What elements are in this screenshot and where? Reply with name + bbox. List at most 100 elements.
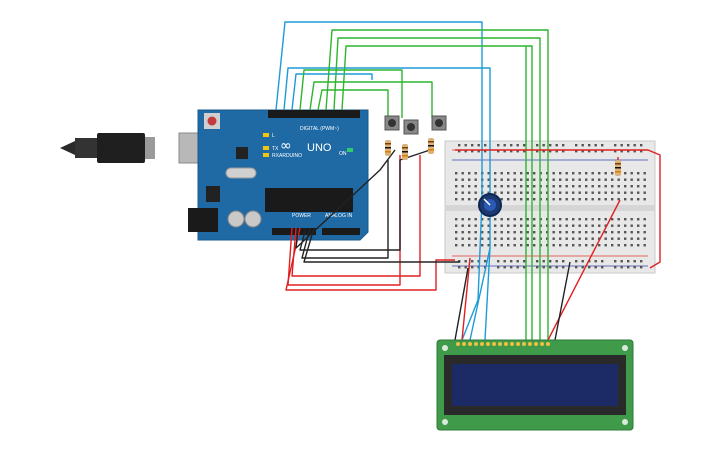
- breadboard-hole[interactable]: [526, 198, 529, 201]
- breadboard-hole[interactable]: [598, 218, 601, 221]
- breadboard-hole[interactable]: [624, 244, 627, 247]
- breadboard-hole[interactable]: [455, 224, 458, 227]
- breadboard-hole[interactable]: [611, 231, 614, 234]
- breadboard-hole[interactable]: [533, 172, 536, 175]
- breadboard-hole[interactable]: [617, 237, 620, 240]
- breadboard-rail-hole[interactable]: [588, 150, 591, 153]
- breadboard-hole[interactable]: [611, 218, 614, 221]
- breadboard-hole[interactable]: [533, 178, 536, 181]
- breadboard-rail-hole[interactable]: [633, 260, 636, 263]
- breadboard-hole[interactable]: [546, 178, 549, 181]
- resistor[interactable]: [615, 160, 621, 176]
- breadboard-hole[interactable]: [559, 198, 562, 201]
- breadboard-rail-hole[interactable]: [464, 260, 467, 263]
- breadboard-hole[interactable]: [507, 237, 510, 240]
- breadboard-hole[interactable]: [598, 172, 601, 175]
- breadboard-rail-hole[interactable]: [464, 266, 467, 269]
- breadboard-hole[interactable]: [481, 237, 484, 240]
- breadboard-hole[interactable]: [552, 185, 555, 188]
- breadboard-rail-hole[interactable]: [640, 144, 643, 147]
- breadboard-hole[interactable]: [637, 172, 640, 175]
- breadboard-hole[interactable]: [643, 198, 646, 201]
- breadboard-rail-hole[interactable]: [484, 144, 487, 147]
- breadboard-hole[interactable]: [637, 231, 640, 234]
- breadboard-hole[interactable]: [559, 237, 562, 240]
- breadboard-hole[interactable]: [533, 218, 536, 221]
- breadboard-hole[interactable]: [552, 178, 555, 181]
- breadboard-hole[interactable]: [455, 198, 458, 201]
- breadboard-rail-hole[interactable]: [620, 144, 623, 147]
- lcd-pin[interactable]: [534, 342, 538, 346]
- breadboard-hole[interactable]: [474, 185, 477, 188]
- breadboard-hole[interactable]: [565, 224, 568, 227]
- breadboard-hole[interactable]: [487, 237, 490, 240]
- breadboard-rail-hole[interactable]: [542, 260, 545, 263]
- breadboard-hole[interactable]: [539, 185, 542, 188]
- breadboard-hole[interactable]: [468, 231, 471, 234]
- breadboard-rail-hole[interactable]: [627, 260, 630, 263]
- breadboard-hole[interactable]: [624, 224, 627, 227]
- breadboard-hole[interactable]: [526, 172, 529, 175]
- breadboard-hole[interactable]: [533, 237, 536, 240]
- breadboard-hole[interactable]: [591, 178, 594, 181]
- breadboard-rail-hole[interactable]: [536, 150, 539, 153]
- breadboard-hole[interactable]: [507, 231, 510, 234]
- breadboard-hole[interactable]: [494, 224, 497, 227]
- breadboard-rail-hole[interactable]: [627, 144, 630, 147]
- breadboard-hole[interactable]: [559, 244, 562, 247]
- breadboard-rail-hole[interactable]: [477, 260, 480, 263]
- breadboard-hole[interactable]: [468, 218, 471, 221]
- breadboard-rail-hole[interactable]: [503, 266, 506, 269]
- breadboard-rail-hole[interactable]: [555, 144, 558, 147]
- breadboard-hole[interactable]: [546, 218, 549, 221]
- breadboard-hole[interactable]: [507, 185, 510, 188]
- lcd-pin[interactable]: [528, 342, 532, 346]
- breadboard-hole[interactable]: [539, 198, 542, 201]
- breadboard-hole[interactable]: [513, 185, 516, 188]
- lcd-pin[interactable]: [498, 342, 502, 346]
- breadboard-rail-hole[interactable]: [497, 260, 500, 263]
- breadboard-hole[interactable]: [643, 172, 646, 175]
- breadboard-rail-hole[interactable]: [516, 150, 519, 153]
- breadboard-rail-hole[interactable]: [471, 266, 474, 269]
- breadboard-hole[interactable]: [513, 237, 516, 240]
- breadboard-hole[interactable]: [487, 224, 490, 227]
- breadboard-hole[interactable]: [474, 231, 477, 234]
- breadboard-hole[interactable]: [552, 244, 555, 247]
- breadboard-hole[interactable]: [494, 244, 497, 247]
- breadboard-hole[interactable]: [611, 172, 614, 175]
- breadboard-hole[interactable]: [461, 218, 464, 221]
- breadboard-hole[interactable]: [624, 198, 627, 201]
- breadboard-rail-hole[interactable]: [464, 144, 467, 147]
- breadboard-hole[interactable]: [630, 224, 633, 227]
- breadboard-hole[interactable]: [565, 191, 568, 194]
- breadboard-hole[interactable]: [461, 191, 464, 194]
- breadboard-rail-hole[interactable]: [620, 150, 623, 153]
- breadboard-hole[interactable]: [461, 198, 464, 201]
- breadboard-hole[interactable]: [513, 231, 516, 234]
- breadboard-hole[interactable]: [468, 198, 471, 201]
- lcd-pin[interactable]: [486, 342, 490, 346]
- breadboard-hole[interactable]: [487, 185, 490, 188]
- breadboard-rail-hole[interactable]: [523, 266, 526, 269]
- breadboard-hole[interactable]: [559, 172, 562, 175]
- breadboard-hole[interactable]: [539, 224, 542, 227]
- breadboard-hole[interactable]: [578, 231, 581, 234]
- breadboard-rail-hole[interactable]: [555, 150, 558, 153]
- breadboard-hole[interactable]: [643, 244, 646, 247]
- breadboard-hole[interactable]: [637, 237, 640, 240]
- breadboard-rail-hole[interactable]: [614, 260, 617, 263]
- breadboard-hole[interactable]: [468, 191, 471, 194]
- power-jack[interactable]: [188, 208, 218, 232]
- breadboard-hole[interactable]: [520, 198, 523, 201]
- breadboard-hole[interactable]: [637, 224, 640, 227]
- breadboard-hole[interactable]: [500, 224, 503, 227]
- breadboard-rail-hole[interactable]: [562, 150, 565, 153]
- breadboard-hole[interactable]: [533, 244, 536, 247]
- breadboard-hole[interactable]: [630, 198, 633, 201]
- breadboard-hole[interactable]: [468, 237, 471, 240]
- breadboard-hole[interactable]: [643, 231, 646, 234]
- breadboard-hole[interactable]: [474, 178, 477, 181]
- breadboard-hole[interactable]: [520, 231, 523, 234]
- breadboard-hole[interactable]: [461, 224, 464, 227]
